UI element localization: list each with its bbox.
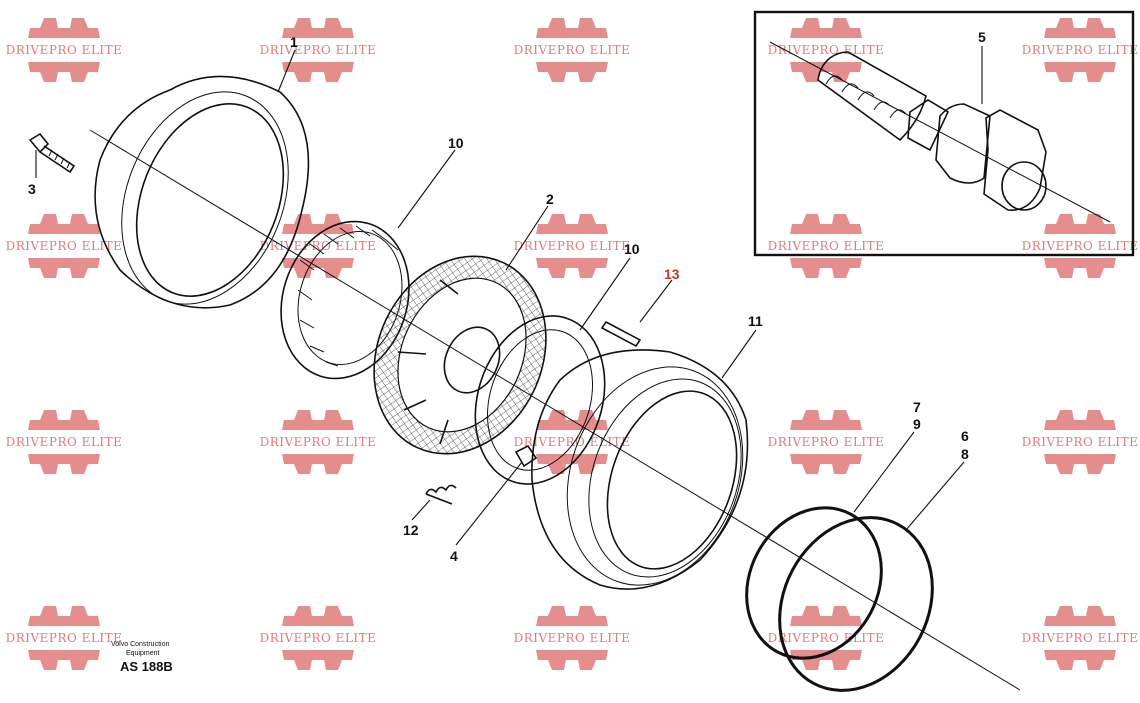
watermark-logo: DRIVEPRO ELITE — [260, 410, 377, 474]
watermark-logo: DRIVEPRO ELITE — [768, 606, 885, 670]
watermark-logo: DRIVEPRO ELITE — [6, 606, 123, 670]
watermark-logo: DRIVEPRO ELITE — [1022, 410, 1139, 474]
watermark-text: DRIVEPRO ELITE — [260, 631, 377, 645]
part-2-friction-disc — [373, 255, 547, 455]
watermark-logo: DRIVEPRO ELITE — [514, 18, 631, 82]
callout-11: 11 — [748, 313, 763, 329]
part-1-ring-plate — [94, 75, 310, 309]
watermark-text: DRIVEPRO ELITE — [260, 43, 377, 57]
callout-1: 1 — [290, 34, 298, 50]
watermark-logo: DRIVEPRO ELITE — [260, 18, 377, 82]
watermark-logo: DRIVEPRO ELITE — [6, 410, 123, 474]
manufacturer-line2: Equipment — [126, 650, 160, 657]
callout-5: 5 — [978, 29, 986, 45]
o-ring-7-9 — [745, 506, 883, 660]
watermark-text: DRIVEPRO ELITE — [1022, 43, 1139, 57]
part-3-bolt — [28, 132, 76, 174]
watermark-text: DRIVEPRO ELITE — [514, 631, 631, 645]
part-4-plug — [514, 444, 538, 468]
callout-8: 8 — [961, 446, 969, 462]
callout-10-left: 10 — [448, 135, 464, 151]
callout-7: 7 — [913, 399, 921, 415]
callout-3: 3 — [28, 181, 36, 197]
watermark-text: DRIVEPRO ELITE — [768, 43, 885, 57]
watermark-logo: DRIVEPRO ELITE — [768, 214, 885, 278]
watermark-text: DRIVEPRO ELITE — [1022, 435, 1139, 449]
callout-13: 13 — [664, 266, 680, 282]
o-ring-6-8 — [778, 516, 934, 692]
watermark-text: DRIVEPRO ELITE — [768, 435, 885, 449]
inset-detail-box — [753, 10, 1135, 257]
callout-2: 2 — [546, 191, 554, 207]
watermark-text: DRIVEPRO ELITE — [1022, 239, 1139, 253]
watermark-text: DRIVEPRO ELITE — [514, 435, 631, 449]
watermark-logo: DRIVEPRO ELITE — [1022, 18, 1139, 82]
callout-4: 4 — [450, 548, 458, 564]
callout-6: 6 — [961, 428, 969, 444]
watermark-logo: DRIVEPRO ELITE — [768, 410, 885, 474]
watermark-text: DRIVEPRO ELITE — [6, 239, 123, 253]
manufacturer-line1: Volvo Construction — [111, 641, 169, 648]
callout-10-right: 10 — [624, 241, 640, 257]
drawing-info: Volvo Construction Equipment AS 188B — [111, 641, 173, 674]
callout-labels: 1 2 3 4 5 6 7 8 9 10 10 11 12 13 — [28, 29, 986, 564]
watermark-text: DRIVEPRO ELITE — [768, 631, 885, 645]
watermark-text: DRIVEPRO ELITE — [6, 631, 123, 645]
callout-12: 12 — [403, 522, 419, 538]
watermark-text: DRIVEPRO ELITE — [514, 239, 631, 253]
leader-lines — [35, 46, 983, 546]
watermark-text: DRIVEPRO ELITE — [1022, 631, 1139, 645]
drawing-code: AS 188B — [120, 659, 173, 674]
watermark-logo: DRIVEPRO ELITE — [514, 214, 631, 278]
watermark-logo: DRIVEPRO ELITE — [514, 606, 631, 670]
watermark-logo: DRIVEPRO ELITE — [6, 18, 123, 82]
callout-9: 9 — [913, 416, 921, 432]
watermark-text: DRIVEPRO ELITE — [6, 43, 123, 57]
part-13-pin — [600, 320, 642, 348]
watermark-logo: DRIVEPRO ELITE — [768, 18, 885, 82]
part-11-piston-housing — [531, 349, 749, 590]
part-10-thin-plate — [474, 315, 606, 485]
watermark-text: DRIVEPRO ELITE — [260, 435, 377, 449]
watermark-text: DRIVEPRO ELITE — [6, 435, 123, 449]
watermark-logo: DRIVEPRO ELITE — [1022, 214, 1139, 278]
watermark-logo: DRIVEPRO ELITE — [260, 606, 377, 670]
watermark-text: DRIVEPRO ELITE — [514, 43, 631, 57]
watermark-logo: DRIVEPRO ELITE — [6, 214, 123, 278]
part-12-spring — [425, 484, 457, 505]
watermark-layer: DRIVEPRO ELITE DRIVEPRO ELITE DRIVEPRO ELI… — [6, 18, 1139, 670]
watermark-text: DRIVEPRO ELITE — [768, 239, 885, 253]
watermark-text: DRIVEPRO ELITE — [260, 239, 377, 253]
watermark-logo: DRIVEPRO ELITE — [1022, 606, 1139, 670]
